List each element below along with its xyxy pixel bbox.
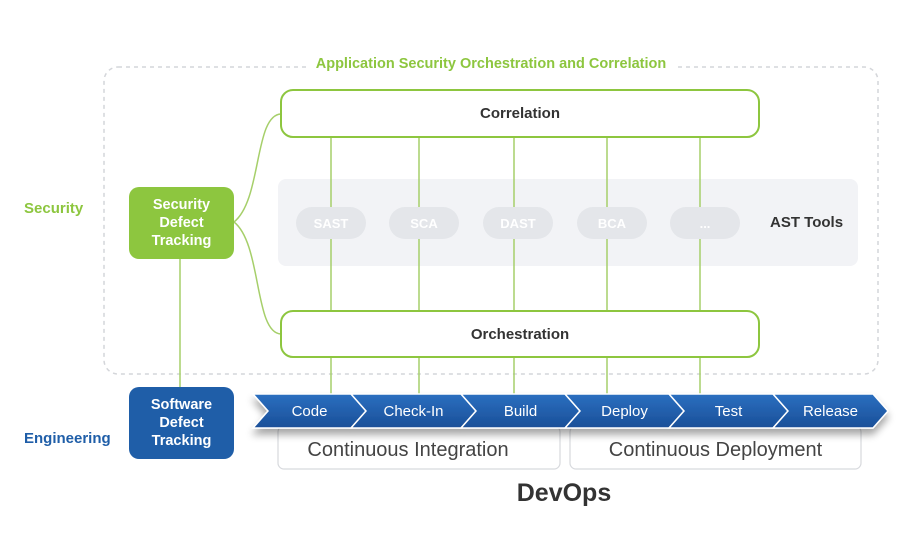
pipeline-chevrons (251, 393, 890, 429)
tool-pills (296, 207, 740, 239)
security-lane-label: Security (24, 199, 84, 217)
devops-label: DevOps (516, 478, 612, 507)
pipeline-connectors (330, 357, 701, 396)
software-tracking-line1: Software (150, 397, 213, 413)
tool-more: ... (699, 215, 711, 231)
tool-sast: SAST (313, 215, 349, 231)
tool-bca: BCA (597, 215, 627, 231)
security-defect-tracking-box (129, 187, 234, 259)
engineering-lane-label: Engineering (24, 429, 111, 447)
stage-deploy: Deploy (601, 402, 648, 420)
tool-sca: SCA (410, 215, 438, 231)
correlation-label: Correlation (479, 105, 560, 122)
ast-tools-label: AST Tools (770, 213, 844, 231)
stage-test: Test (714, 402, 743, 420)
stage-release: Release (802, 402, 859, 420)
security-zone-border (103, 66, 879, 375)
ast-tools-panel (278, 179, 858, 266)
stage-check-in: Check-In (383, 402, 444, 420)
software-defect-tracking-label: Software Defect Tracking (129, 387, 234, 459)
security-tracking-line1: Security (152, 197, 211, 213)
orchestration-box (280, 310, 760, 358)
software-defect-tracking-box (129, 387, 234, 459)
curve-to-orchestration (233, 221, 282, 335)
software-tracking-line3: Tracking (151, 433, 212, 449)
orchestration-label: Orchestration (470, 325, 570, 343)
stage-code: Code (291, 402, 328, 420)
correlation-box (280, 89, 760, 138)
diagram-title: Application Security Orchestration and C… (305, 56, 677, 72)
security-defect-tracking-label: Security Defect Tracking (129, 187, 234, 259)
software-tracking-line2: Defect (159, 415, 204, 431)
security-tracking-line2: Defect (159, 215, 204, 231)
ci-phase-label: Continuous Integration (307, 439, 509, 461)
cd-phase-label: Continuous Deployment (608, 439, 823, 461)
curve-to-correlation (233, 113, 282, 223)
security-tracking-line3: Tracking (151, 233, 212, 249)
stage-build: Build (503, 402, 538, 420)
tool-dast: DAST (500, 215, 536, 231)
